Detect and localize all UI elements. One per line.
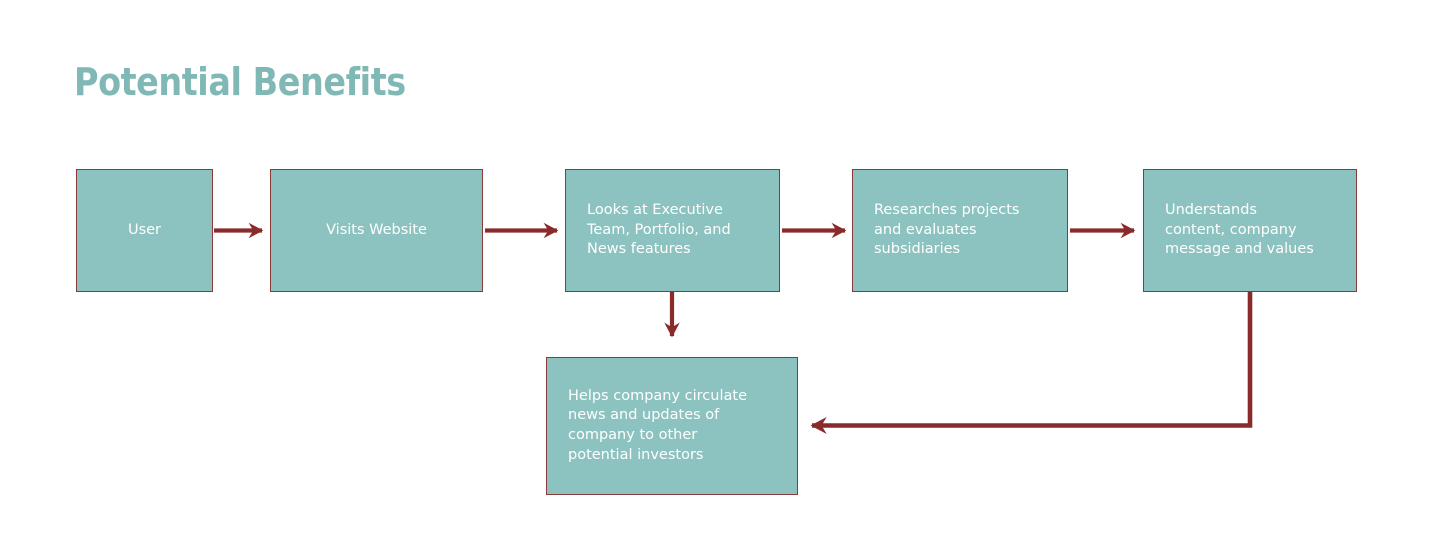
edge-understands-to-helps [810,292,1253,434]
flow-node-label: Helps company circulate news and updates… [568,387,747,463]
page-title: Potential Benefits [74,60,406,104]
flow-node-label: Visits Website [326,221,427,238]
flow-node-looks-at-features[interactable]: Looks at Executive Team, Portfolio, and … [565,169,780,292]
flow-node-researches-projects[interactable]: Researches projects and evaluates subsid… [852,169,1068,292]
flow-node-visits-website[interactable]: Visits Website [270,169,483,292]
flow-node-label: User [127,221,162,238]
flow-node-label: Researches projects and evaluates subsid… [874,201,1020,258]
flow-node-label: Understands content, company message and… [1165,201,1314,258]
flow-node-helps-circulate-news[interactable]: Helps company circulate news and updates… [546,357,798,495]
flow-node-understands-content[interactable]: Understands content, company message and… [1143,169,1357,292]
flow-node-user[interactable]: User [76,169,213,292]
flow-node-label: Looks at Executive Team, Portfolio, and … [587,201,731,258]
